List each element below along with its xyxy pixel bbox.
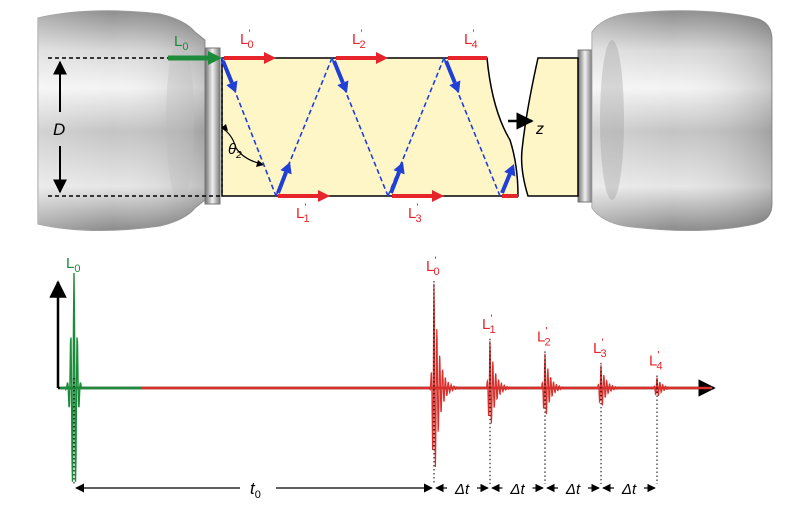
z-axis: z: [508, 112, 544, 138]
incident-pulse: [65, 272, 83, 482]
incident-wave-arrow: L0: [168, 33, 222, 65]
incident-label: L0: [174, 33, 188, 53]
signal-echo-label: L'2: [537, 325, 551, 348]
mode-arrow-down-head: [337, 80, 349, 93]
dimension-label: D: [53, 120, 65, 139]
signal-echo-label: L'3: [593, 337, 607, 360]
mode-arrow-down: [444, 60, 457, 84]
mode-arrow-down: [221, 60, 234, 84]
echo-pulse: [539, 353, 571, 415]
angle-marker: θ2: [221, 124, 264, 167]
z-axis-label: z: [535, 121, 544, 138]
mode-arrow-up: [500, 173, 512, 194]
dimension-d: D: [48, 57, 223, 197]
mode-arrow-down-head: [449, 80, 461, 93]
right-roll: [577, 10, 773, 232]
reflected-wave-arrows: L'0 L'2 L'4L'1 L'3: [221, 28, 518, 225]
reflected-arrow-bottom-head: [318, 190, 330, 202]
reflected-label-top: L'0: [240, 28, 254, 51]
mode-arrow-up-head: [504, 164, 516, 177]
reflected-label-bottom: L'1: [296, 202, 310, 225]
signal-incident-label: L0: [66, 255, 80, 275]
reflected-label-bottom: L'3: [408, 202, 422, 225]
mode-arrow-up: [276, 171, 288, 194]
signal-axes: [49, 280, 716, 397]
mode-arrow-up-head: [280, 162, 292, 175]
signal-echo-label: L'1: [482, 313, 496, 336]
dt-label: Δt: [565, 481, 581, 498]
dt-label: Δt: [509, 481, 525, 498]
dt-label: Δt: [621, 481, 637, 498]
timing-annotations: t0 Δt Δt Δt Δt: [75, 479, 656, 501]
echo-pulse: [428, 283, 460, 468]
signal-echo-label: L'0: [426, 255, 440, 278]
angle-label: θ2: [228, 141, 242, 161]
signal-trace: [60, 272, 712, 484]
dt-label: Δt: [454, 481, 470, 498]
mode-arrow-down-head: [226, 80, 238, 93]
sample-bar: [221, 57, 579, 197]
mode-arrow-down: [332, 60, 345, 84]
t0-label: t0: [250, 479, 261, 501]
reflected-arrow-top-head: [264, 52, 276, 64]
echo-pulse: [651, 377, 683, 397]
reflected-label-top: L'4: [464, 28, 478, 51]
reflected-arrow-top-head: [376, 52, 388, 64]
signal-echo-label: L'4: [649, 350, 663, 373]
echo-pulse: [595, 365, 627, 406]
reflected-label-top: L'2: [352, 28, 366, 51]
mode-arrow-up-head: [393, 162, 405, 175]
mode-arrow-up: [389, 171, 401, 194]
reflected-arrow-bottom-head: [432, 190, 444, 202]
echo-pulse: [484, 341, 516, 424]
left-roll: [37, 10, 221, 232]
